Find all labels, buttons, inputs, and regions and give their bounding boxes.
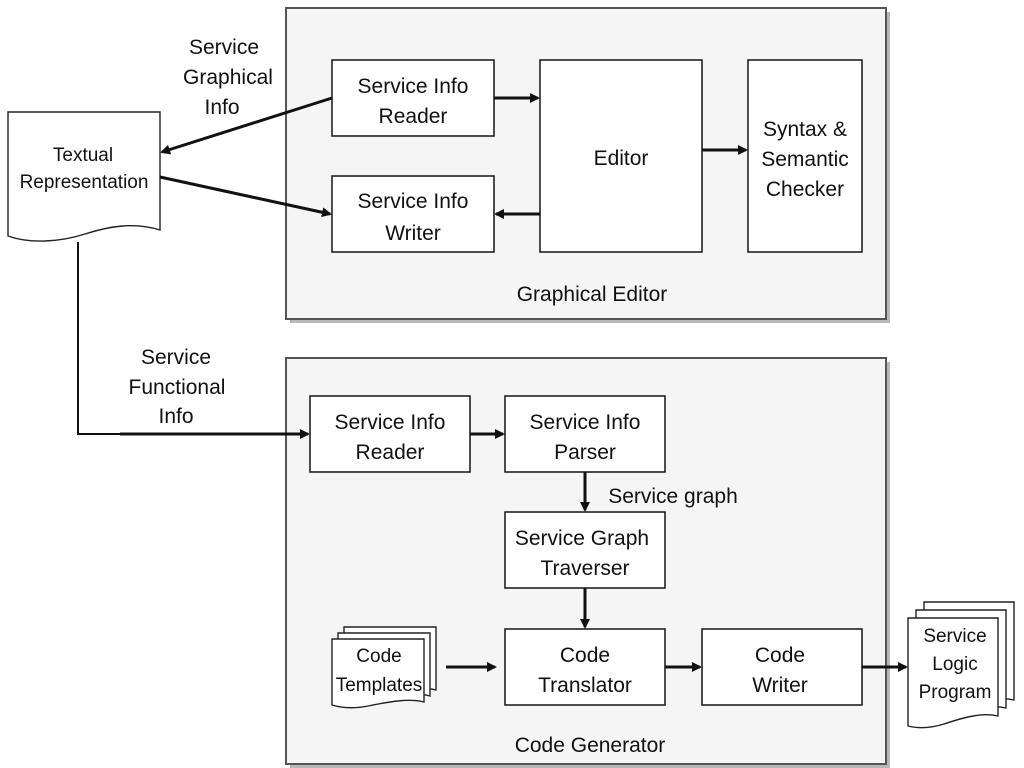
node-syntax-semantic-checker: Syntax & Semantic Checker xyxy=(747,59,863,253)
node-ge-writer-line-2: Writer xyxy=(385,222,441,245)
edge-textual-to-writer xyxy=(159,175,332,218)
edge-label-service-graph: Service graph xyxy=(608,485,738,508)
node-code-translator: Code Translator xyxy=(504,628,666,706)
doc-textual-representation: Textual Representation xyxy=(7,111,161,242)
node-writer-line-1: Code xyxy=(755,644,805,667)
doc-templates-line-2: Templates xyxy=(336,675,423,696)
edge-label-functional-info-line-3: Info xyxy=(158,405,193,428)
node-ge-service-info-writer: Service Info Writer xyxy=(331,175,495,253)
node-code-writer: Code Writer xyxy=(701,628,863,706)
edge-label-functional-info: Service Functional Info xyxy=(129,346,226,428)
node-cg-reader-line-1: Service Info xyxy=(335,411,446,434)
node-service-graph-traverser: Service Graph Traverser xyxy=(504,511,666,589)
node-ge-reader-line-1: Service Info xyxy=(358,75,469,98)
node-traverser-line-2: Traverser xyxy=(540,557,629,580)
edge-label-graphical-info: Service Graphical Info xyxy=(183,36,273,119)
doc-program-line-1: Service xyxy=(923,626,986,647)
graphical-editor-label: Graphical Editor xyxy=(517,283,668,306)
node-traverser-line-1: Service Graph xyxy=(515,527,649,550)
node-writer-line-2: Writer xyxy=(752,674,808,697)
doc-program-line-3: Program xyxy=(919,682,992,703)
node-translator-line-1: Code xyxy=(560,644,610,667)
edge-reader-to-textual xyxy=(160,96,333,155)
node-parser-line-1: Service Info xyxy=(530,411,641,434)
doc-textual-line-1: Textual xyxy=(53,145,113,166)
node-checker-line-2: Semantic xyxy=(761,148,849,171)
doc-code-templates: Code Templates xyxy=(331,626,437,709)
node-editor-label: Editor xyxy=(594,147,649,170)
doc-program-line-2: Logic xyxy=(932,654,977,675)
edge-label-functional-info-line-1: Service xyxy=(141,346,211,369)
node-cg-service-info-reader: Service Info Reader xyxy=(309,395,471,473)
node-cg-reader-line-2: Reader xyxy=(356,441,425,464)
node-checker-line-1: Syntax & xyxy=(763,118,847,141)
doc-service-logic-program: Service Logic Program xyxy=(907,601,1015,729)
node-translator-line-2: Translator xyxy=(538,674,632,697)
edge-textual-to-cg-reader xyxy=(77,242,122,435)
doc-templates-line-1: Code xyxy=(356,646,401,667)
edge-label-graphical-info-line-2: Graphical xyxy=(183,66,273,89)
node-service-info-parser: Service Info Parser xyxy=(504,395,666,473)
node-ge-writer-line-1: Service Info xyxy=(358,190,469,213)
edge-label-graphical-info-line-3: Info xyxy=(204,96,239,119)
node-parser-line-2: Parser xyxy=(554,441,616,464)
edge-label-graphical-info-line-1: Service xyxy=(189,36,259,59)
edge-label-functional-info-line-2: Functional xyxy=(129,376,226,399)
node-ge-service-info-reader: Service Info Reader xyxy=(331,59,495,137)
doc-textual-line-2: Representation xyxy=(20,172,149,193)
code-generator-label: Code Generator xyxy=(515,734,666,757)
node-ge-reader-line-2: Reader xyxy=(379,105,448,128)
node-checker-line-3: Checker xyxy=(766,178,844,201)
node-editor: Editor xyxy=(539,59,703,253)
